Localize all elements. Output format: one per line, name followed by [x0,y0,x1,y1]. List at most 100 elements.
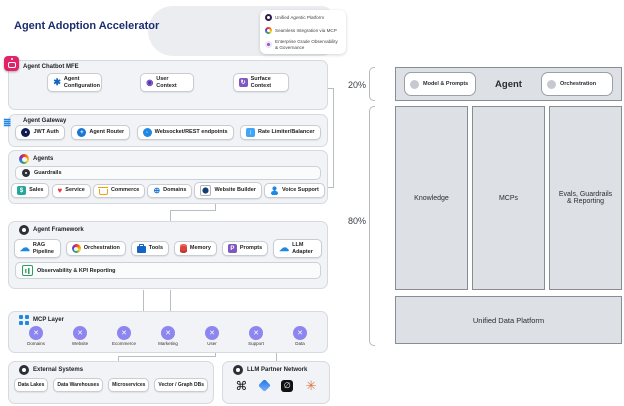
openai-logo-icon: ⌘ [235,378,248,393]
mcp-support[interactable]: ✕ Support [239,326,273,346]
surface-context-icon: ↻ [238,78,248,88]
microservices-card[interactable]: Microservices [108,378,150,392]
mcp-label: Data [295,341,305,346]
memory-card[interactable]: Memory [173,241,217,257]
voice-support-agent-card[interactable]: Voice Support [264,183,325,198]
mcp-server-icon: ✕ [205,326,219,340]
mcp-data[interactable]: ✕ Data [283,326,317,346]
layer-agents: Agents Guardrails $ Sales ♥ Service Comm… [8,150,328,204]
orchestration-chip[interactable]: Orchestration [540,72,613,96]
prompts-card[interactable]: P Prompts [221,241,269,257]
mcp-domains[interactable]: ✕ Domains [19,326,53,346]
card-label: Domains [163,187,187,194]
mcp-integration-icon [265,26,272,34]
mcp-server-icon: ✕ [29,326,43,340]
legend-label: Enterprise Grade Observability & Governa… [275,39,338,50]
card-label: LLM Adapter [292,242,313,255]
tools-card[interactable]: Tools [130,241,170,257]
layer-label: External Systems [33,367,84,373]
layer-agent-gateway: ≣ Agent Gateway • JWT Auth + Agent Route… [3,114,328,147]
layer-agent-framework: Agent Framework ☁ RAG Pipeline Orchestra… [8,221,328,289]
top-percent-label: 20% [347,80,366,90]
person-icon [270,186,280,195]
vector-graph-dbs-card[interactable]: Vector / Graph DBs [154,378,208,392]
service-agent-card[interactable]: ♥ Service [51,183,91,198]
data-lakes-card[interactable]: Data Lakes [13,378,49,392]
cart-icon [98,186,109,195]
mcp-ecommerce[interactable]: ✕ Ecommerce [107,326,141,346]
agent-router-card[interactable]: + Agent Router [71,125,131,140]
top-brace [369,67,375,101]
domains-agent-card[interactable]: ⊕ Domains [147,183,193,198]
framework-icon [19,225,29,235]
legend-item: Enterprise Grade Observability & Governa… [265,39,341,50]
configuration-star-icon: ✱ [53,77,61,88]
observability-governance-icon [265,41,272,49]
mcp-user[interactable]: ✕ User [195,326,229,346]
unified-platform-icon [265,14,272,21]
heart-icon: ♥ [57,185,63,195]
legend-card: Unified Agentic Platform Seamless Integr… [260,10,346,54]
surface-context-card[interactable]: ↻ Surface Context [232,73,289,93]
briefcase-icon [136,243,146,254]
connector-line [276,353,277,361]
card-label: User Context [156,76,177,89]
sales-icon: $ [17,186,27,195]
jwt-auth-card[interactable]: • JWT Auth [15,125,65,140]
websocket-rest-endpoints-card[interactable]: ◦ Websocket/REST endpoints [136,125,234,140]
connector-line [328,88,333,89]
website-builder-agent-card[interactable]: Website Builder [194,182,262,199]
card-label: Memory [189,245,211,252]
mcp-label: Ecommerce [111,341,136,346]
card-label: Agent Router [89,129,125,136]
database-icon [179,244,187,254]
connector-line [328,187,333,188]
rag-pipeline-card[interactable]: ☁ RAG Pipeline [13,239,61,259]
orchestration-icon [546,79,556,89]
layer-label: Agent Chatbot MFE [23,64,79,70]
chip-label: Model & Prompts [423,80,469,87]
gateway-icon: ≣ [3,118,12,129]
mcps-column: MCPs [472,106,545,290]
commerce-agent-card[interactable]: Commerce [92,183,146,198]
connector-line [170,210,216,211]
mcp-server-icon: ✕ [293,326,307,340]
user-context-card[interactable]: ◉ User Context [140,73,195,93]
card-label: Surface Context [250,76,272,89]
mcp-server-icon: ✕ [73,326,87,340]
mcp-label: Support [248,341,264,346]
card-label: Website Builder [214,187,256,194]
knowledge-column: Knowledge [395,106,468,290]
llm-network-icon [233,365,243,375]
card-label: Orchestration [83,245,120,252]
connector-line [118,356,216,357]
mcp-marketing[interactable]: ✕ Marketing [151,326,185,346]
data-warehouses-card[interactable]: Data Warehouses [53,378,104,392]
mcp-label: Website [71,341,89,346]
lock-icon: • [21,128,31,137]
llm-adapter-card[interactable]: ☁ LLM Adapter [273,239,323,259]
layer-label: Agent Gateway [23,118,67,124]
mcp-server-icon: ✕ [249,326,263,340]
model-prompts-chip[interactable]: Model & Prompts [404,72,476,96]
grok-logo-icon: ∅ [281,379,294,392]
card-label: RAG Pipeline [32,242,54,255]
legend-label: Unified Agentic Platform [275,14,325,20]
chatbot-icon [4,56,19,71]
agent-configuration-card[interactable]: ✱ Agent Configuration [47,73,102,93]
guardrails-band[interactable]: Guardrails [15,166,321,180]
globe-icon: ⊕ [153,185,161,195]
layer-mcp: MCP Layer ✕ Domains ✕ Website ✕ Ecommerc… [8,311,328,353]
user-context-icon: ◉ [146,77,154,87]
rate-limiter-balancer-card[interactable]: ↕ Rate Limiter/Balancer [240,125,321,140]
observability-band[interactable]: Observability & KPI Reporting [15,262,321,280]
router-icon: + [77,128,87,137]
orchestration-card[interactable]: Orchestration [65,241,126,257]
chip-label: Orchestration [559,80,597,87]
balancer-icon: ↕ [246,128,255,137]
sales-agent-card[interactable]: $ Sales [11,183,50,198]
mcp-website[interactable]: ✕ Website [63,326,97,346]
agent-box: Model & Prompts Agent Orchestration [395,67,622,101]
mcp-label: Marketing [158,341,178,346]
